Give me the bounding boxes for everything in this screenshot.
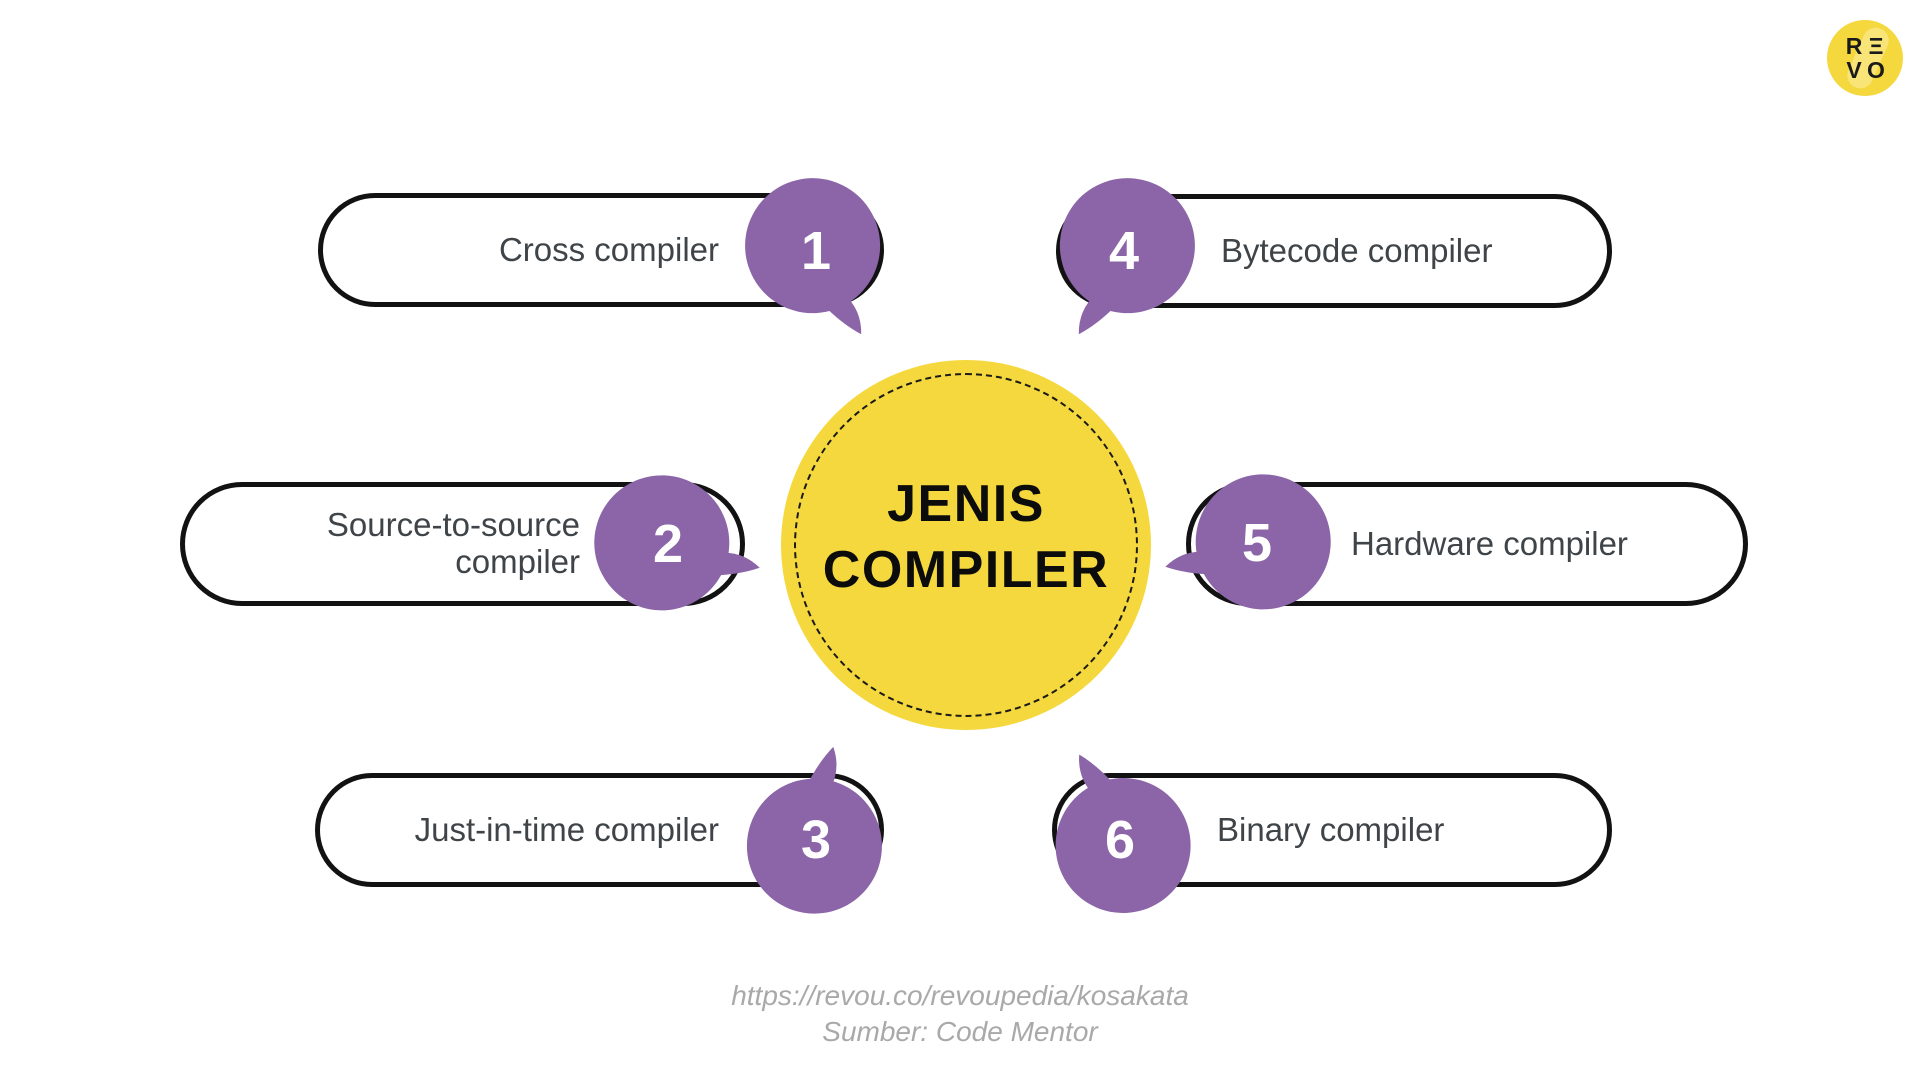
item-label: Hardware compiler: [1351, 524, 1628, 562]
revou-logo: R Ξ V O: [1827, 20, 1903, 96]
logo-letter: Ξ: [1868, 32, 1884, 59]
bubble-number: 3: [800, 810, 832, 870]
logo-letter: R: [1845, 32, 1863, 59]
speech-bubble-icon: [1165, 474, 1331, 610]
footer-source: Sumber: Code Mentor: [822, 1016, 1098, 1048]
logo-letter: O: [1867, 56, 1885, 83]
speech-bubble-icon: [1055, 754, 1191, 913]
diagram-title: JENIS COMPILER: [823, 471, 1109, 603]
number-bubble-3: 3: [741, 746, 891, 915]
title-line-1: JENIS: [887, 474, 1045, 533]
footer: https://revou.co/revoupedia/kosakata Sum…: [0, 978, 1920, 1051]
logo-letter: V: [1846, 56, 1862, 83]
number-bubble-5: 5: [1165, 468, 1332, 618]
title-line-2: COMPILER: [822, 541, 1110, 599]
number-bubble-4: 4: [1049, 176, 1199, 335]
item-label: Cross compiler: [498, 230, 719, 268]
number-bubble-6: 6: [1045, 754, 1195, 915]
number-bubble-2: 2: [593, 469, 760, 619]
item-label: Source-to-source compiler: [326, 506, 580, 580]
bubble-number: 1: [800, 221, 832, 281]
bubble-number: 4: [1108, 221, 1140, 281]
item-label: Bytecode compiler: [1221, 231, 1493, 269]
speech-bubble-icon: [594, 475, 760, 611]
speech-bubble-icon: [746, 746, 882, 914]
bubble-number: 5: [1241, 513, 1273, 573]
bubble-number: 2: [652, 514, 684, 574]
dashed-ring: [794, 373, 1138, 717]
speech-bubble-icon: [745, 178, 881, 335]
pill-bytecode-compiler: Bytecode compiler: [1056, 194, 1612, 308]
item-label: Just-in-time compiler: [414, 810, 719, 848]
footer-url: https://revou.co/revoupedia/kosakata: [731, 980, 1189, 1011]
center-topic-circle: JENIS COMPILER: [781, 360, 1151, 730]
item-label: Binary compiler: [1217, 810, 1445, 848]
logo-letters: R Ξ V O: [1827, 20, 1903, 96]
number-bubble-1: 1: [741, 176, 891, 335]
speech-bubble-icon: [1059, 178, 1195, 335]
bubble-number: 6: [1104, 810, 1136, 870]
